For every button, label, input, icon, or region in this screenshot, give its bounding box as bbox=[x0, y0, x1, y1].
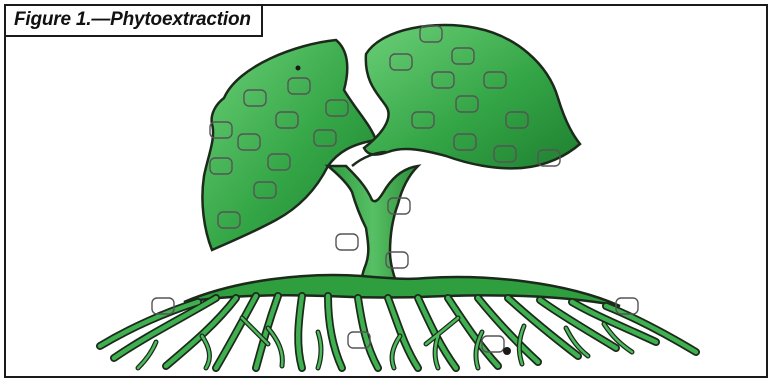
left-leaf bbox=[202, 40, 376, 250]
right-leaf bbox=[364, 25, 580, 168]
plant-stem bbox=[328, 166, 418, 288]
figure-title: Figure 1.—Phytoextraction bbox=[6, 6, 263, 37]
metal-particle-dark-icon bbox=[503, 347, 511, 355]
metal-particle-small-icon bbox=[296, 66, 301, 71]
root-system bbox=[100, 296, 696, 368]
plant-illustration-icon bbox=[6, 6, 768, 378]
figure-frame: Figure 1.—Phytoextraction bbox=[4, 4, 768, 378]
metal-particle-icon bbox=[336, 234, 358, 250]
